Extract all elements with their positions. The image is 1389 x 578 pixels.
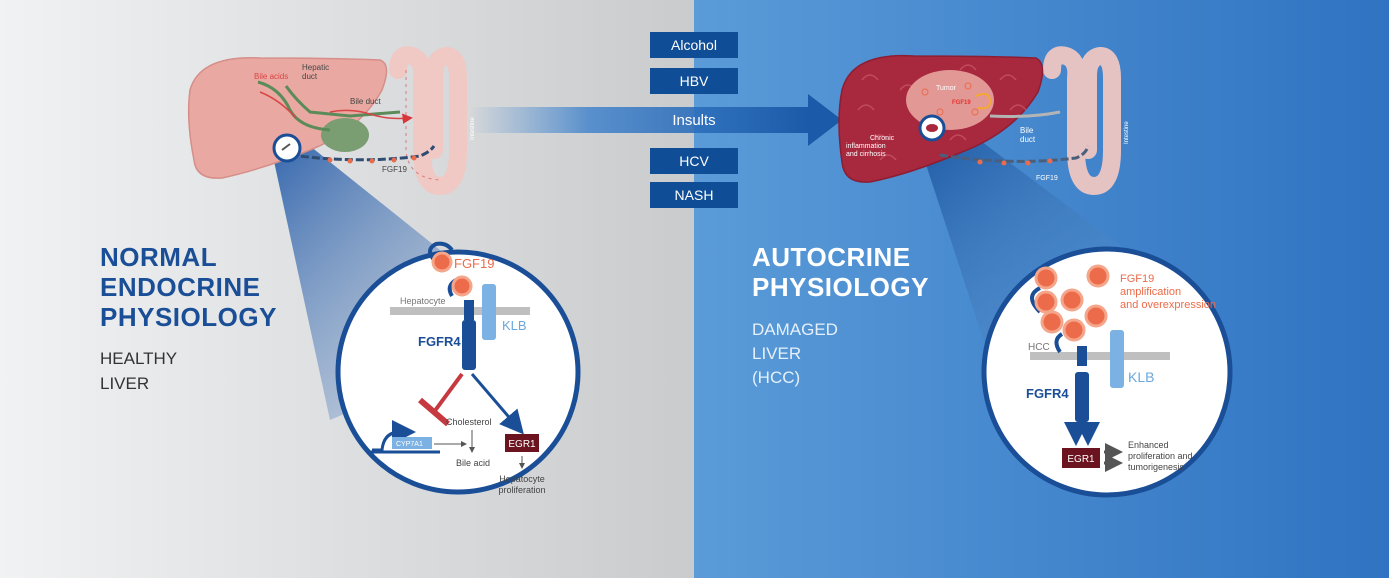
insult-alcohol: Alcohol	[650, 32, 738, 58]
fgf19-ligand-d	[1060, 288, 1084, 312]
label-fgfr4: FGFR4	[418, 334, 461, 349]
left-zoom-origin	[272, 133, 302, 163]
fgf19-ligand-b	[1086, 264, 1110, 288]
label-cyp7a1: CYP7A1	[396, 441, 423, 448]
fgf19-ligand-e	[1084, 304, 1108, 328]
label-fgf19: FGF19	[454, 256, 494, 271]
cyp7a1-gene	[392, 437, 432, 449]
inhibition-arrow	[432, 372, 464, 414]
fgf19-ligand-g	[1062, 318, 1086, 342]
autocrine-subtitle: DAMAGED LIVER (HCC)	[752, 320, 838, 387]
label-bile-acids: Bile acids	[254, 72, 288, 81]
insult-hcv: HCV	[650, 148, 738, 174]
label-egr1-right: EGR1	[1067, 454, 1095, 465]
insults-label: Insults	[672, 112, 716, 129]
normal-subtitle: HEALTHY LIVER	[100, 349, 178, 393]
label-hepatocyte: Hepatocyte	[400, 296, 446, 306]
fgfr4-binding-arc	[428, 241, 454, 264]
label-fgf19-tumor: FGF19	[952, 100, 971, 106]
label-fgf19-circulation-right: FGF19	[1036, 175, 1058, 182]
label-fgfr4-right: FGFR4	[1026, 386, 1069, 401]
label-cholesterol: Cholesterol	[446, 417, 492, 427]
egr1-box-right	[1062, 448, 1100, 468]
label-egr1: EGR1	[508, 439, 536, 450]
fgfr4-receptor-right	[1075, 372, 1089, 422]
label-tumor: Tumor	[936, 85, 957, 92]
label-intestine: Intestine	[470, 117, 476, 140]
tumor-shape	[906, 70, 994, 130]
fgf19-ligand-c	[1034, 290, 1058, 314]
fgf19-ligand-f	[1040, 310, 1064, 334]
label-intestine-right: Intestine	[1124, 121, 1130, 144]
fgf19-ligand-2	[451, 275, 473, 297]
label-bile-acid: Bile acid	[456, 458, 490, 468]
klb-receptor	[482, 284, 496, 340]
fgf19-ligand-a	[1034, 266, 1058, 290]
autocrine-title: AUTOCRINE PHYSIOLOGY	[752, 242, 929, 302]
intestine-shape	[389, 46, 467, 196]
label-klb: KLB	[502, 318, 527, 333]
activation-arrow	[470, 373, 524, 435]
intestine-shape-right	[1043, 46, 1121, 196]
gallbladder-shape	[321, 118, 369, 152]
label-hcc: HCC	[1028, 342, 1050, 353]
normal-detail-circle: Hepatocyte KLB FGFR4 FGF19 CYP7A1 Choles…	[335, 241, 581, 495]
label-fgf19-circulation: FGF19	[382, 165, 407, 174]
fgf19-ligand-1	[431, 251, 453, 273]
normal-title: NORMAL ENDOCRINE PHYSIOLOGY	[100, 242, 277, 332]
klb-receptor-right	[1110, 330, 1124, 388]
label-bile-duct: Bile duct	[350, 97, 381, 106]
insult-hbv: HBV	[650, 68, 738, 94]
fgfr4-receptor	[462, 320, 476, 370]
insults-arrow	[470, 94, 842, 146]
label-klb-right: KLB	[1128, 369, 1154, 385]
liver-shape	[187, 57, 388, 179]
insult-nash: NASH	[650, 182, 738, 208]
egr1-box	[505, 434, 539, 452]
autocrine-detail-circle-border	[981, 246, 1233, 498]
